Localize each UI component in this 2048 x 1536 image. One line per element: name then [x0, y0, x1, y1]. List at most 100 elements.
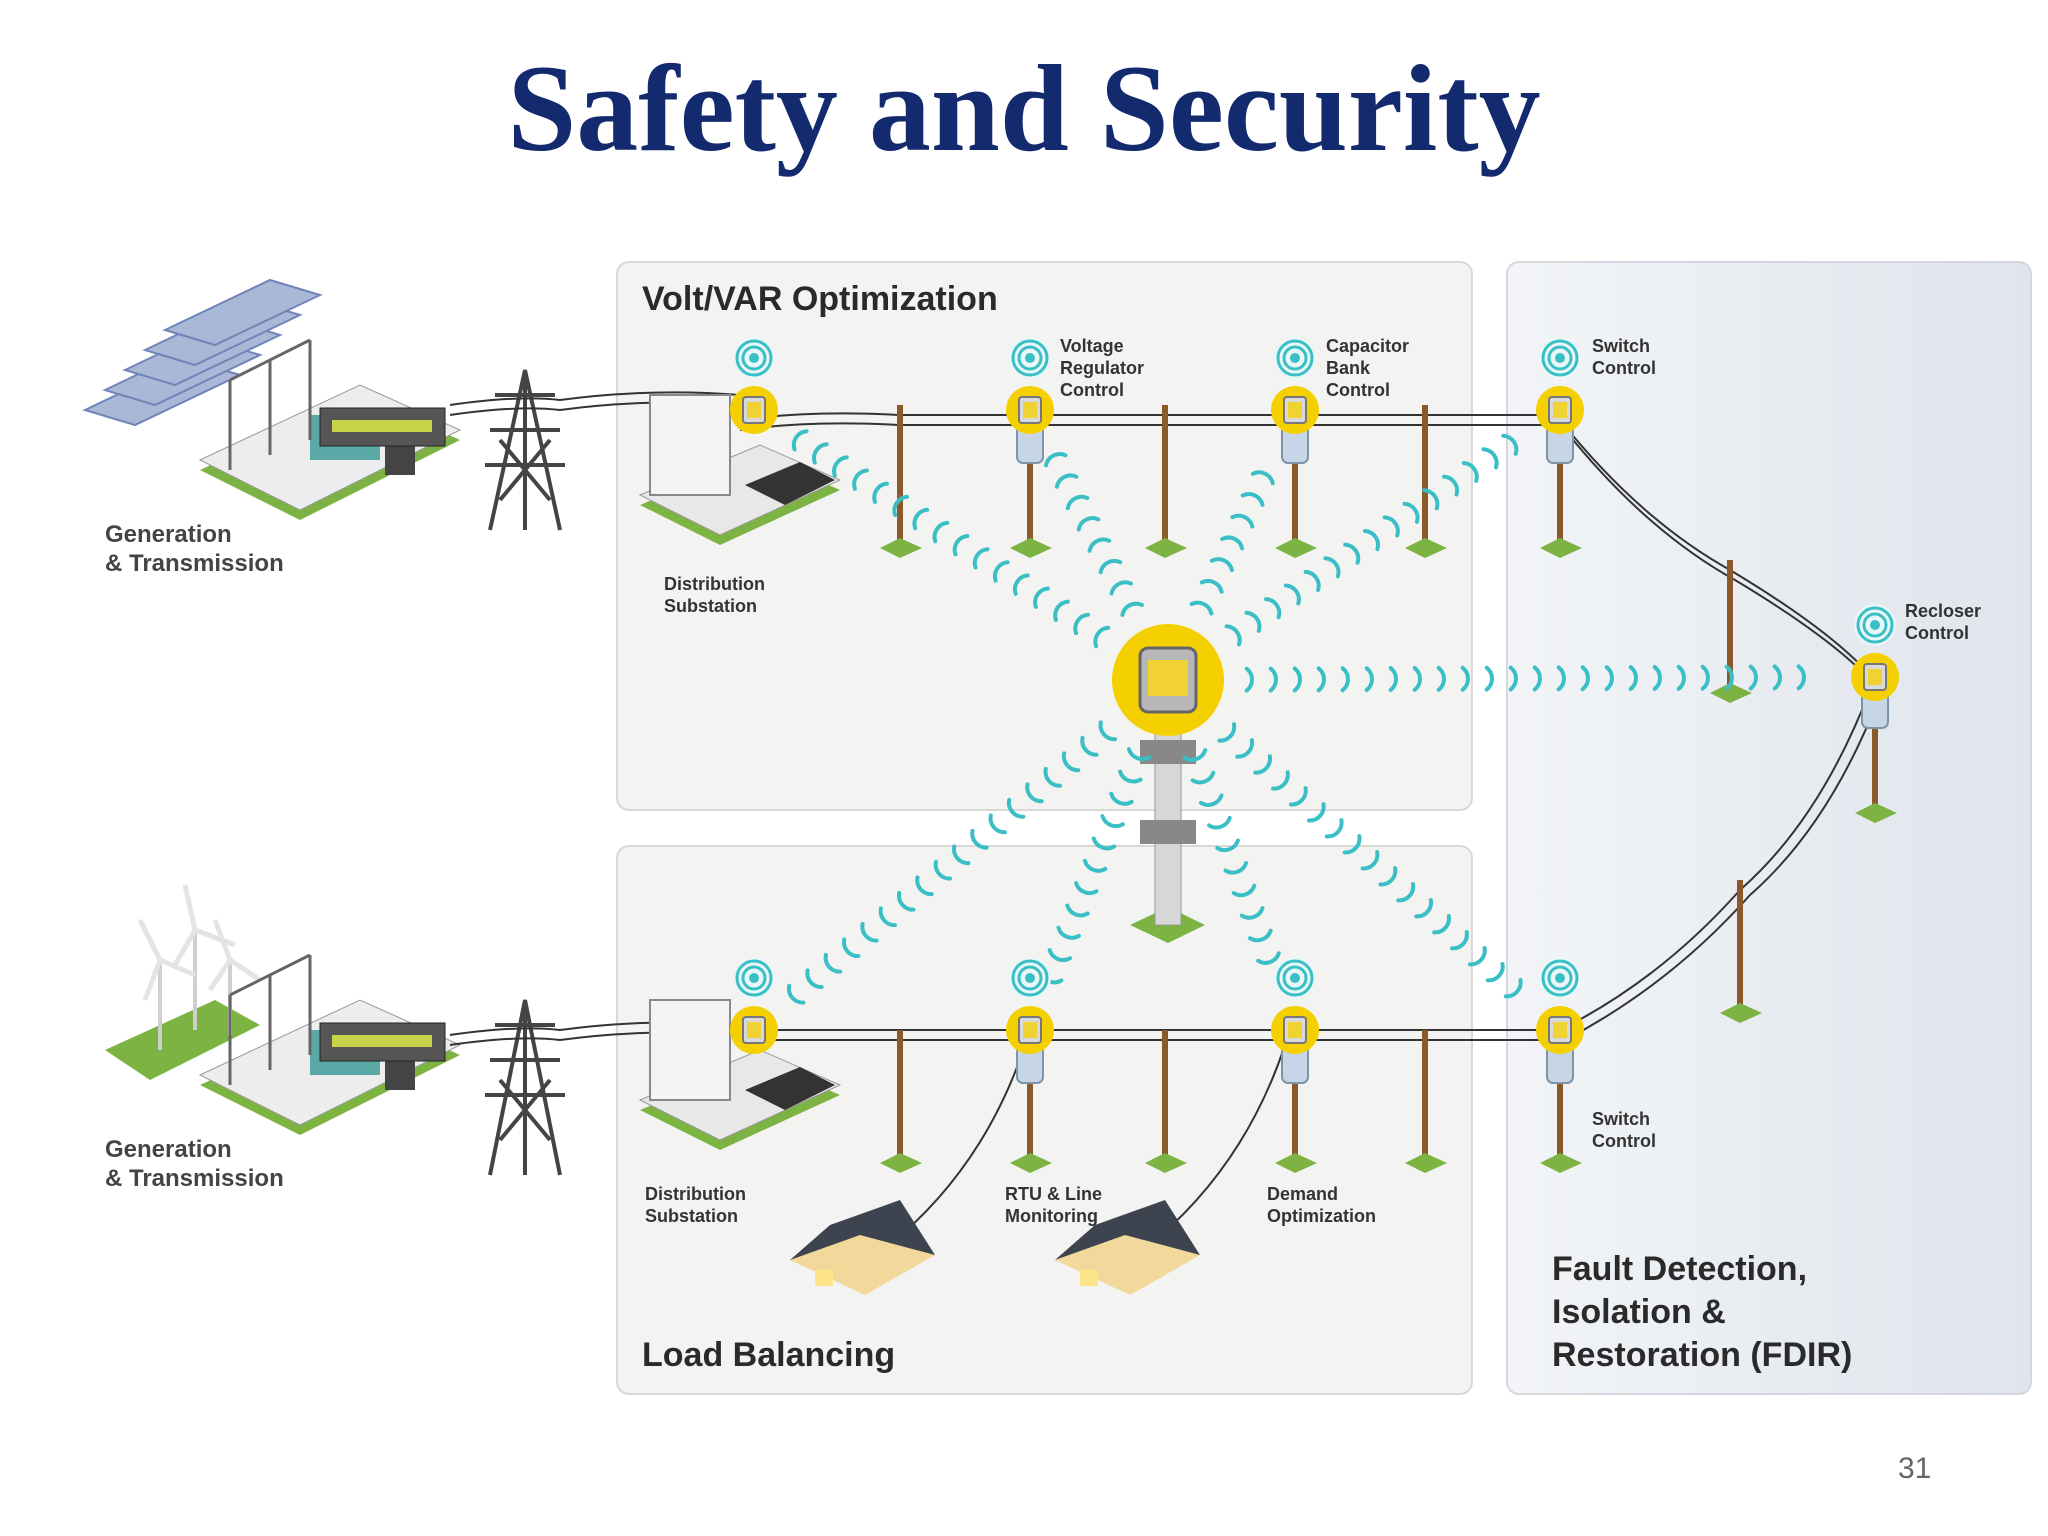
volt-var-title: Volt/VAR Optimization — [642, 280, 998, 318]
signal-arc — [1244, 666, 1254, 693]
signal-arc — [1501, 433, 1519, 456]
signal-arc — [1412, 666, 1422, 692]
signal-arc — [1485, 962, 1505, 983]
signal-arc — [1484, 665, 1494, 692]
signal-arc — [1316, 666, 1326, 693]
svg-text:Generation: Generation — [105, 521, 232, 548]
node-substation-top — [730, 337, 778, 434]
signal-arc — [1323, 556, 1341, 579]
signal-arc — [1468, 946, 1487, 967]
svg-text:Distribution: Distribution — [645, 1184, 746, 1204]
label-recloser-control: Recloser Control — [1905, 601, 1981, 643]
signal-arc — [1604, 665, 1614, 692]
signal-arc — [1074, 881, 1099, 896]
signal-arc — [1748, 664, 1758, 691]
svg-text:& Transmission: & Transmission — [105, 1165, 284, 1192]
house-2 — [1055, 1200, 1200, 1295]
signal-arc — [860, 921, 879, 943]
node-capacitor-bank — [1271, 337, 1319, 434]
signal-arc — [1283, 583, 1301, 606]
signal-arc — [1061, 751, 1081, 773]
signal-arc — [1240, 492, 1265, 507]
signal-arc — [1235, 738, 1255, 759]
fdir-panel — [1506, 261, 2032, 1395]
signal-arc — [1087, 537, 1112, 553]
signal-arc — [1053, 599, 1070, 622]
signal-arc — [1360, 850, 1380, 871]
signal-arc — [1396, 882, 1416, 903]
signal-arc — [1628, 665, 1638, 691]
signal-arc — [1264, 597, 1282, 620]
signal-arc — [832, 455, 849, 478]
signal-arc — [1073, 612, 1090, 636]
svg-text:& Transmission: & Transmission — [105, 550, 284, 577]
signal-arc — [1772, 664, 1782, 691]
label-switch-control-top: Switch Control — [1592, 336, 1656, 378]
volt-var-panel — [616, 261, 1473, 811]
signal-arc — [1481, 447, 1499, 470]
signal-arc — [1414, 898, 1434, 919]
signal-arc — [1065, 494, 1090, 511]
label-capacitor-bank: Capacitor Bank Control — [1326, 336, 1409, 400]
generation-substation-bottom — [198, 953, 462, 1135]
slide-title: Safety and Security — [507, 40, 1541, 177]
signal-arc — [812, 442, 829, 465]
gen-label-top: Generation & Transmission — [105, 521, 284, 577]
signal-arc — [786, 983, 806, 1005]
signal-arc — [1182, 748, 1208, 762]
signal-arc — [1239, 906, 1265, 920]
signal-arc — [1210, 557, 1234, 572]
svg-text:Control: Control — [1905, 623, 1969, 643]
signal-arc — [970, 828, 989, 850]
signal-arc — [1056, 925, 1081, 940]
signal-arc — [1109, 580, 1133, 596]
load-balancing-title: Load Balancing — [642, 1336, 895, 1374]
signal-arc — [1271, 770, 1290, 791]
signal-arc — [915, 875, 934, 897]
wind-farm — [105, 884, 262, 1080]
signal-arc — [1126, 747, 1152, 762]
svg-text:Demand: Demand — [1267, 1184, 1338, 1204]
signal-arc — [1503, 978, 1523, 999]
signal-arc — [1244, 610, 1262, 633]
node-recloser — [1851, 604, 1899, 701]
signal-arc — [1342, 834, 1362, 855]
label-switch-control-bottom: Switch Control — [1592, 1109, 1656, 1151]
signal-arc — [1199, 578, 1224, 594]
signal-arc — [912, 507, 930, 531]
node-voltage-regulator — [1006, 337, 1054, 434]
fdir-title-line3: Restoration (FDIR) — [1552, 1336, 1852, 1374]
signal-arc — [1442, 474, 1460, 497]
signal-arc — [1436, 665, 1446, 692]
signal-arc — [1364, 666, 1374, 693]
signal-arc — [1091, 836, 1117, 851]
label-distribution-substation-top: Distribution Substation — [664, 574, 765, 616]
signal-arc — [1047, 948, 1073, 963]
signal-arc — [988, 813, 1007, 835]
transmission-tower-top — [485, 369, 565, 531]
generation-substation-top — [198, 338, 462, 520]
signal-arc — [1215, 838, 1240, 853]
fdir-title-line1: Fault Detection, — [1552, 1250, 1807, 1288]
signal-arc — [933, 859, 952, 881]
signal-arc — [1580, 665, 1590, 692]
signal-arc — [896, 890, 916, 912]
signal-arc — [805, 968, 824, 990]
signal-arc — [1402, 501, 1420, 524]
svg-text:RTU & Line: RTU & Line — [1005, 1184, 1102, 1204]
page-number: 31 — [1898, 1452, 1932, 1485]
signal-arc — [1253, 754, 1273, 775]
signal-arc — [1006, 797, 1026, 819]
svg-text:Substation: Substation — [645, 1206, 738, 1226]
network-nodes — [730, 337, 1899, 1054]
signal-arc — [1450, 930, 1469, 951]
node-switch-top — [1536, 337, 1584, 434]
signal-arc — [1065, 903, 1090, 918]
signal-arc — [872, 481, 889, 504]
svg-text:Recloser: Recloser — [1905, 601, 1981, 621]
signal-arc — [1382, 515, 1400, 538]
signal-arc — [992, 560, 1010, 583]
svg-text:Optimization: Optimization — [1267, 1206, 1376, 1226]
label-rtu-line-monitoring: RTU & Line Monitoring — [1005, 1184, 1102, 1226]
fdir-title-line2: Isolation & — [1552, 1293, 1726, 1331]
